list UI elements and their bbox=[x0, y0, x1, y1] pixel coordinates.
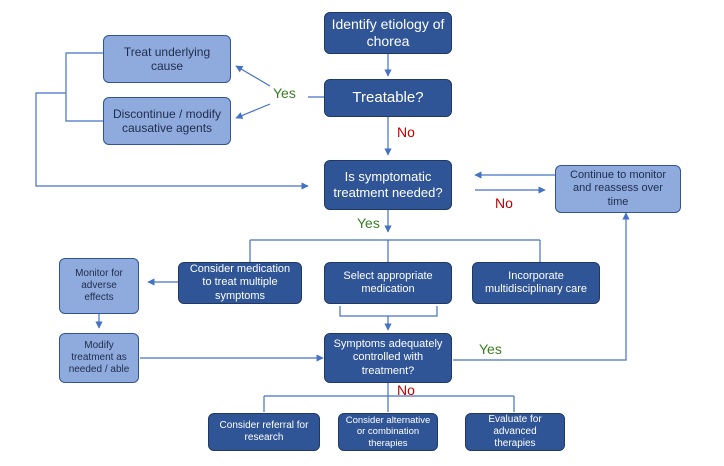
no-symptomatic-label: No bbox=[495, 195, 513, 211]
discontinue-agents-box: Discontinue / modify causative agents bbox=[103, 97, 231, 145]
monitor-adverse-box: Monitor for adverse effects bbox=[59, 258, 139, 314]
consider-medication-label: Consider medication to treat multiple sy… bbox=[189, 263, 291, 302]
alternative-therapies-label: Consider alternative or combination ther… bbox=[345, 414, 431, 449]
symptoms-controlled-label: Symptoms adequately controlled with trea… bbox=[333, 338, 443, 377]
alternative-therapies-box: Consider alternative or combination ther… bbox=[338, 413, 438, 451]
no-treatable-label: No bbox=[397, 124, 415, 140]
treatable-box: Treatable? bbox=[324, 79, 452, 117]
monitor-adverse-label: Monitor for adverse effects bbox=[75, 268, 123, 303]
continue-monitor-box: Continue to monitor and reassess over ti… bbox=[555, 165, 681, 213]
identify-etiology-label: Identify etiology of chorea bbox=[331, 16, 445, 49]
identify-etiology-box: Identify etiology of chorea bbox=[324, 12, 452, 54]
modify-treatment-box: Modify treatment as needed / able bbox=[59, 333, 139, 383]
select-medication-box: Select appropriate medication bbox=[324, 262, 452, 304]
modify-treatment-label: Modify treatment as needed / able bbox=[68, 340, 130, 375]
no-controlled-label: No bbox=[397, 382, 415, 398]
yes-symptomatic-label: Yes bbox=[357, 215, 380, 231]
discontinue-agents-label: Discontinue / modify causative agents bbox=[112, 106, 222, 135]
advanced-therapies-label: Evaluate for advanced therapies bbox=[488, 414, 542, 449]
treat-underlying-cause-box: Treat underlying cause bbox=[103, 35, 231, 83]
symptomatic-treatment-box: Is symptomatic treatment needed? bbox=[324, 160, 452, 210]
treatable-label: Treatable? bbox=[352, 89, 424, 106]
symptoms-controlled-box: Symptoms adequately controlled with trea… bbox=[324, 333, 452, 383]
yes-controlled-label: Yes bbox=[479, 341, 502, 357]
referral-research-label: Consider referral for research bbox=[219, 420, 309, 443]
yes-treatable-label: Yes bbox=[273, 85, 296, 101]
select-medication-label: Select appropriate medication bbox=[343, 269, 433, 295]
continue-monitor-label: Continue to monitor and reassess over ti… bbox=[570, 169, 666, 208]
advanced-therapies-box: Evaluate for advanced therapies bbox=[465, 413, 565, 451]
multidisciplinary-care-label: Incorporate multidisciplinary care bbox=[484, 269, 588, 295]
consider-medication-box: Consider medication to treat multiple sy… bbox=[178, 262, 302, 304]
symptomatic-treatment-label: Is symptomatic treatment needed? bbox=[333, 169, 443, 200]
treat-underlying-cause-label: Treat underlying cause bbox=[123, 44, 211, 73]
referral-research-box: Consider referral for research bbox=[208, 413, 320, 451]
multidisciplinary-care-box: Incorporate multidisciplinary care bbox=[472, 262, 600, 304]
